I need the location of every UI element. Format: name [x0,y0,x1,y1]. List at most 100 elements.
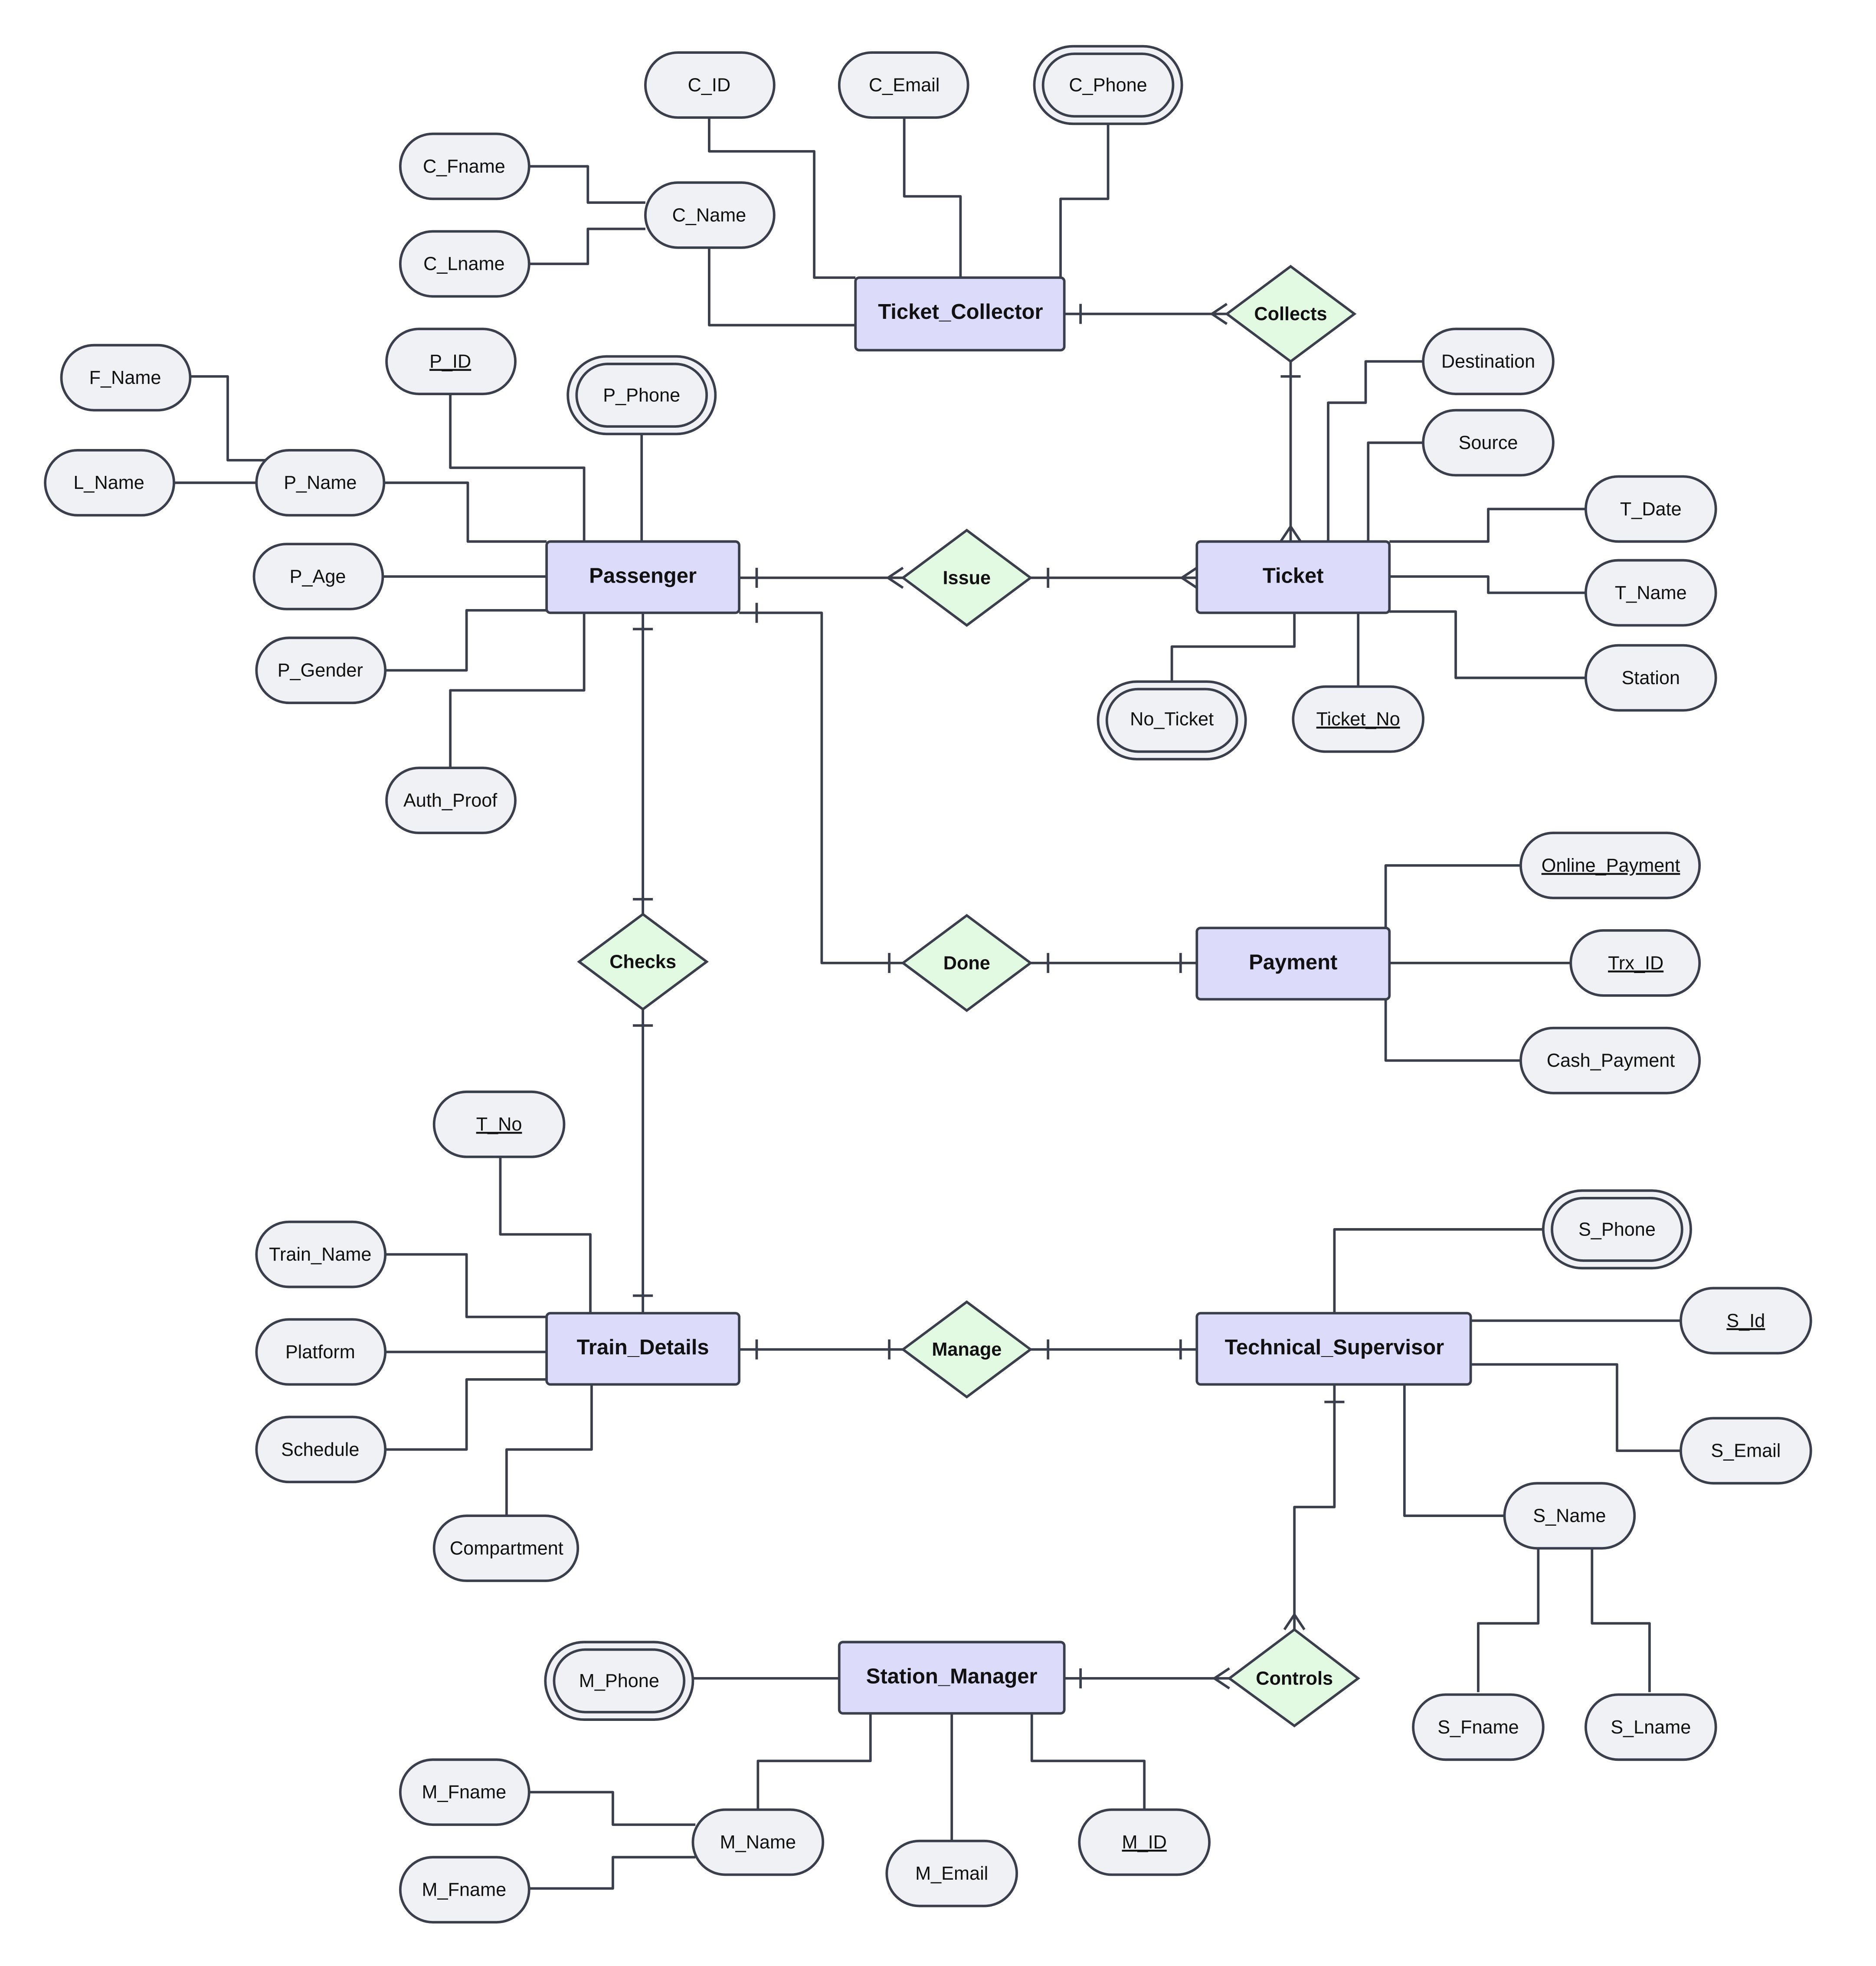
attribute-destination[interactable]: Destination [1422,328,1555,396]
attribute-m-phone[interactable]: M_Phone [544,1641,694,1721]
attribute-label: Station [1621,668,1680,688]
attribute-label: Destination [1441,351,1535,372]
attribute-label: C_Email [869,75,940,95]
attribute-t-name[interactable]: T_Name [1584,559,1717,627]
connector-s-name [1403,1384,1505,1517]
attribute-p-id[interactable]: P_ID [385,328,517,396]
entity-label: Payment [1249,950,1337,974]
attribute-ticket-no[interactable]: Ticket_No [1292,685,1424,753]
attribute-p-phone[interactable]: P_Phone [566,355,717,436]
attribute-s-phone[interactable]: S_Phone [1542,1189,1692,1270]
card-many-controls-left [1213,1667,1230,1690]
relationship-collects[interactable]: Collects [1224,265,1357,363]
attribute-p-age[interactable]: P_Age [252,543,384,610]
connector-no-ticket [1170,613,1296,682]
attribute-s-fname[interactable]: S_Fname [1412,1693,1545,1761]
connector-auth-proof [449,613,586,768]
attributes: C_ID C_Email C_Phone C_Fname C_Name C_Ln… [44,45,1812,1923]
entity-train-details[interactable]: Train_Details [545,1312,740,1386]
attribute-label: S_Id [1726,1311,1765,1331]
entity-label: Technical_Supervisor [1225,1336,1444,1359]
attribute-m-fname-2[interactable]: M_Fname [399,1856,530,1923]
attribute-label: M_Fname [422,1782,507,1803]
attribute-c-id[interactable]: C_ID [644,51,776,119]
attribute-label: F_Name [89,367,161,388]
attribute-s-name[interactable]: S_Name [1503,1482,1636,1550]
relationship-checks[interactable]: Checks [577,912,709,1011]
relationship-label: Checks [609,951,676,972]
attribute-c-name[interactable]: C_Name [644,181,776,249]
attribute-m-id[interactable]: M_ID [1078,1808,1211,1876]
attribute-schedule[interactable]: Schedule [255,1416,387,1484]
attribute-trx-id[interactable]: Trx_ID [1569,929,1701,997]
entity-payment[interactable]: Payment [1195,927,1391,1001]
connector-m-fname-2 [529,1856,696,1890]
relationship-label: Issue [943,567,991,588]
attribute-station[interactable]: Station [1584,644,1717,712]
attribute-label: M_Phone [579,1671,659,1691]
entity-ticket-collector[interactable]: Ticket_Collector [854,276,1066,352]
attribute-label: No_Ticket [1130,709,1214,730]
relationship-label: Done [943,953,990,973]
attribute-p-name[interactable]: P_Name [255,449,386,517]
rel-line-supervisor-controls [1293,1384,1336,1630]
attribute-label: M_Email [915,1863,988,1884]
connector-destination [1327,360,1424,542]
attribute-label: S_Name [1533,1506,1606,1527]
entity-technical-supervisor[interactable]: Technical_Supervisor [1195,1312,1472,1386]
connector-station [1389,610,1586,679]
attribute-l-name[interactable]: L_Name [44,449,175,517]
attribute-p-gender[interactable]: P_Gender [255,636,387,704]
attribute-online-payment[interactable]: Online_Payment [1519,832,1701,899]
entity-passenger[interactable]: Passenger [545,540,740,614]
attribute-c-email[interactable]: C_Email [838,51,969,119]
relationship-issue[interactable]: Issue [900,528,1033,627]
attribute-compartment[interactable]: Compartment [432,1514,579,1582]
attribute-train-name[interactable]: Train_Name [255,1220,387,1288]
connector-lines [174,117,1681,1890]
attribute-source[interactable]: Source [1422,409,1555,477]
card-many-ticket-top [1280,525,1302,542]
attribute-t-no[interactable]: T_No [432,1090,566,1158]
connector-s-phone [1333,1228,1543,1314]
relationship-done[interactable]: Done [900,914,1033,1012]
attribute-c-lname[interactable]: C_Lname [399,230,530,298]
attribute-c-fname[interactable]: C_Fname [399,132,530,200]
connector-m-id [1030,1713,1146,1810]
entity-ticket[interactable]: Ticket [1195,540,1391,614]
attribute-platform[interactable]: Platform [255,1318,387,1386]
attribute-label: P_Phone [603,385,680,406]
connector-c-phone [1059,124,1110,278]
attribute-label: C_Name [672,205,746,226]
attribute-s-id[interactable]: S_Id [1680,1287,1812,1355]
connector-m-fname-1 [529,1791,696,1826]
attribute-t-date[interactable]: T_Date [1584,475,1717,543]
attribute-label: C_Phone [1069,75,1147,95]
attribute-s-email[interactable]: S_Email [1680,1417,1812,1485]
connector-c-id [708,117,856,279]
entity-label: Ticket [1263,564,1324,587]
relationship-manage[interactable]: Manage [900,1300,1033,1399]
relationship-controls[interactable]: Controls [1227,1628,1360,1728]
attribute-label: Schedule [281,1439,359,1460]
attribute-label: C_ID [688,75,731,95]
connector-c-fname [529,165,645,204]
entity-label: Train_Details [577,1336,709,1359]
attribute-label: S_Lname [1611,1717,1691,1738]
connector-p-gender [385,609,547,672]
attribute-s-lname[interactable]: S_Lname [1584,1693,1717,1761]
attribute-no-ticket[interactable]: No_Ticket [1097,680,1247,760]
attribute-label: Online_Payment [1542,855,1680,876]
attribute-auth-proof[interactable]: Auth_Proof [385,767,517,834]
attribute-m-fname-1[interactable]: M_Fname [399,1758,530,1826]
attribute-c-phone[interactable]: C_Phone [1033,45,1183,125]
attribute-cash-payment[interactable]: Cash_Payment [1519,1026,1701,1094]
connector-online-payment [1384,864,1521,928]
entity-station-manager[interactable]: Station_Manager [838,1641,1066,1715]
attribute-m-name[interactable]: M_Name [691,1808,825,1876]
attribute-label: Train_Name [269,1244,371,1265]
attribute-m-email[interactable]: M_Email [885,1839,1018,1907]
relationship-label: Controls [1256,1668,1333,1689]
attribute-label: C_Lname [423,254,504,275]
attribute-f-name[interactable]: F_Name [60,344,192,412]
